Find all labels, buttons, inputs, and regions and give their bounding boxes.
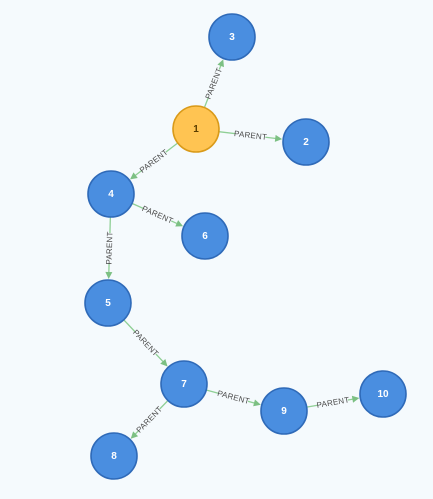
node-10[interactable]: 10 — [359, 370, 407, 418]
edge-5-7[interactable]: PARENT — [123, 319, 168, 367]
edge-4-6[interactable]: PARENT — [131, 202, 184, 227]
edge-label: PARENT — [204, 66, 224, 100]
node-label: 8 — [111, 451, 117, 462]
node-2[interactable]: 2 — [282, 118, 330, 166]
edge-label: PARENT — [141, 204, 175, 226]
arrowhead-icon — [160, 358, 168, 367]
node-6[interactable]: 6 — [181, 212, 229, 260]
edge-7-9[interactable]: PARENT — [206, 388, 261, 407]
edge-label-bg — [132, 328, 160, 358]
node-circle[interactable] — [282, 118, 330, 166]
edge-label-bg — [138, 147, 169, 174]
edge-7-8[interactable]: PARENT — [130, 400, 169, 439]
arrowhead-icon — [253, 399, 261, 407]
arrowhead-icon — [351, 395, 360, 403]
node-label: 3 — [229, 32, 235, 43]
node-label: 7 — [181, 379, 187, 390]
edge-label-bg — [103, 232, 115, 264]
edge-label-bg — [134, 405, 164, 434]
node-5[interactable]: 5 — [84, 279, 132, 327]
node-label: 4 — [108, 189, 114, 200]
node-7[interactable]: 7 — [160, 360, 208, 408]
arrowhead-icon — [130, 172, 138, 180]
edge-label-bg — [235, 128, 267, 142]
edge-1-3[interactable]: PARENT — [203, 59, 224, 108]
edge-label: PARENT — [131, 328, 160, 358]
node-3[interactable]: 3 — [208, 13, 256, 61]
arrowhead-icon — [274, 134, 283, 142]
node-label: 9 — [281, 406, 287, 417]
edge-9-10[interactable]: PARENT — [306, 394, 360, 410]
nodes-layer: 1 2 3 4 5 6 7 8 9 10 — [84, 13, 407, 480]
edge-4-5[interactable]: PARENT — [103, 216, 115, 280]
edge-label-bg — [217, 388, 250, 406]
edge-label-bg — [317, 394, 349, 410]
node-4[interactable]: 4 — [87, 170, 135, 218]
node-circle[interactable] — [87, 170, 135, 218]
edge-label: PARENT — [234, 129, 268, 142]
node-circle[interactable] — [160, 360, 208, 408]
node-circle[interactable] — [172, 105, 220, 153]
edge-label: PARENT — [105, 231, 115, 264]
node-circle[interactable] — [208, 13, 256, 61]
node-label: 5 — [105, 298, 111, 309]
edge-label-bg — [203, 67, 224, 100]
arrowhead-icon — [130, 431, 139, 439]
node-circle[interactable] — [260, 387, 308, 435]
node-circle[interactable] — [90, 432, 138, 480]
arrowhead-icon — [175, 220, 184, 227]
edge-label-bg — [142, 203, 174, 226]
node-circle[interactable] — [359, 370, 407, 418]
node-label: 10 — [377, 389, 389, 400]
edge-label: PARENT — [138, 148, 170, 175]
arrowhead-icon — [217, 59, 224, 68]
node-label: 6 — [202, 231, 208, 242]
edges-layer: PARENT PARENT PARENT PARENT PARENT PARENT PARE… — [103, 59, 360, 439]
node-8[interactable]: 8 — [90, 432, 138, 480]
edge-label: PARENT — [135, 405, 165, 435]
node-1[interactable]: 1 — [172, 105, 220, 153]
edge-1-2[interactable]: PARENT — [218, 128, 283, 142]
arrowhead-icon — [105, 271, 113, 280]
edge-label: PARENT — [216, 389, 250, 406]
node-circle[interactable] — [181, 212, 229, 260]
node-circle[interactable] — [84, 279, 132, 327]
node-label: 1 — [193, 124, 199, 135]
edge-1-4[interactable]: PARENT — [130, 142, 179, 180]
node-9[interactable]: 9 — [260, 387, 308, 435]
edge-label: PARENT — [316, 395, 350, 409]
node-label: 2 — [303, 137, 309, 148]
